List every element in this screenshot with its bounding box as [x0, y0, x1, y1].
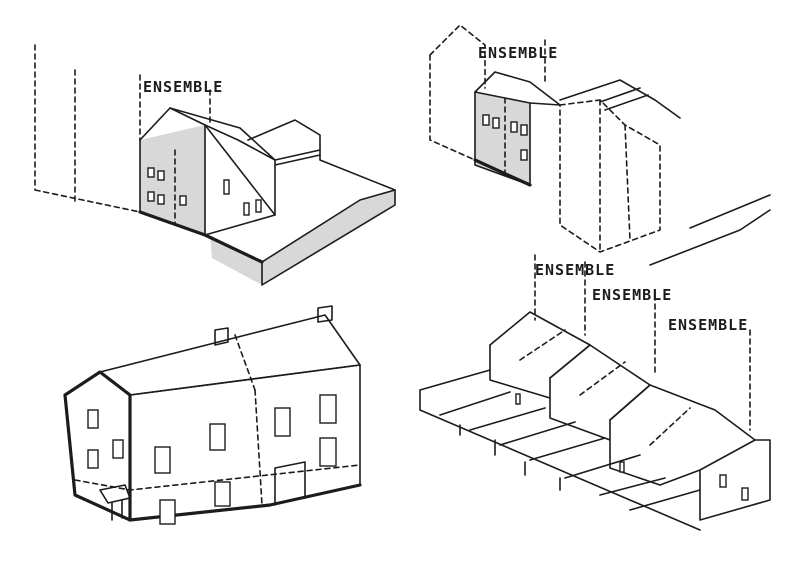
label-sketch-2: ENSEMBLE [478, 44, 558, 62]
sketch-4-terrace-row: ENSEMBLE ENSEMBLE ENSEMBLE [419, 254, 771, 531]
sketch-2-row-with-neighbours: ENSEMBLE [429, 24, 771, 266]
label-row-c: ENSEMBLE [668, 316, 748, 334]
sketch-3-detailed-semi-detached [63, 305, 362, 525]
label-row-b: ENSEMBLE [592, 286, 672, 304]
label-sketch-1: ENSEMBLE [143, 78, 223, 96]
sketch-1-semi-detached-with-garden: ENSEMBLE [34, 44, 396, 286]
label-row-a: ENSEMBLE [535, 261, 615, 279]
